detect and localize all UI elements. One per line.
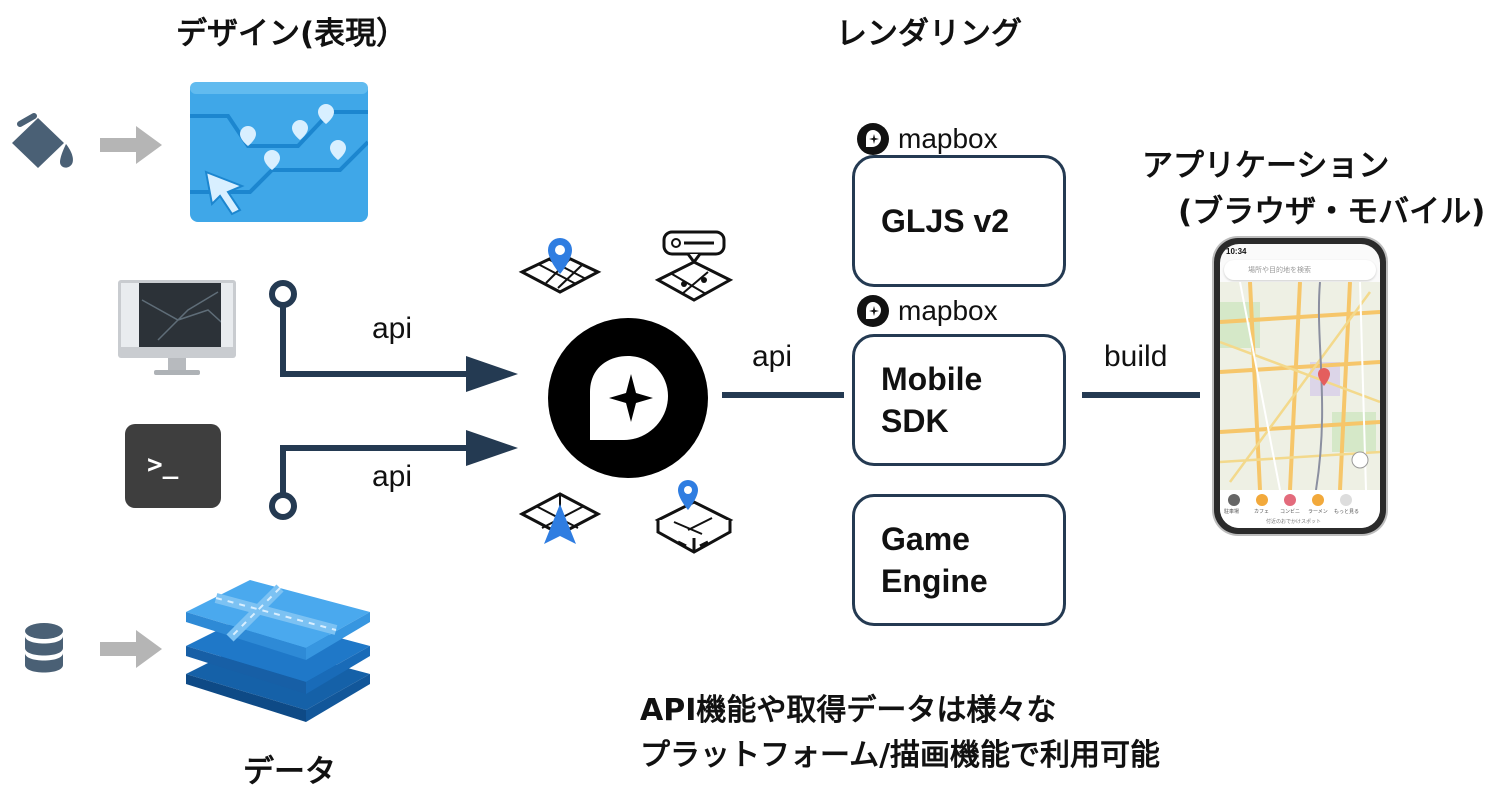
build-label: build xyxy=(1104,340,1168,373)
phone-search-bar[interactable]: 場所や目的地を検索 xyxy=(1224,260,1376,280)
mapbox-brand-name: mapbox xyxy=(898,123,998,154)
data-arrow-icon xyxy=(100,628,164,670)
phone-footer-text: 付近のおでかけスポット xyxy=(1266,519,1322,525)
design-heading: デザイン(表現） xyxy=(176,16,408,52)
phone-time: 10:34 xyxy=(1226,247,1247,256)
bottom-item-more: もっと見る xyxy=(1334,509,1360,515)
location-map-icon xyxy=(518,232,602,298)
api-top-label: api xyxy=(372,312,413,345)
application-heading-line1: アプリケーション xyxy=(1142,148,1390,184)
phone-map-icon xyxy=(1220,282,1380,490)
mapbox-brand-name: mapbox xyxy=(898,295,998,326)
renderer-mobile-line1: Mobile xyxy=(881,361,983,397)
desktop-monitor-icon xyxy=(118,280,236,376)
api-bottom-label: api xyxy=(372,460,413,493)
footer-line1: API機能や取得データは様々な xyxy=(640,693,1057,728)
bottom-item-cafe: カフェ xyxy=(1254,509,1270,515)
cafe-icon[interactable] xyxy=(1256,494,1268,506)
search-map-icon xyxy=(652,228,736,304)
application-heading-line2: (ブラウザ・モバイル) xyxy=(1178,194,1486,230)
data-layers-icon xyxy=(186,576,370,726)
more-icon[interactable] xyxy=(1340,494,1352,506)
design-arrow-icon xyxy=(100,124,164,166)
phone-mockup: 10:34 場所や目的地を検索 駐車場 カフェ コンビニ ラーメン xyxy=(1214,238,1386,534)
renderer-box-mobile-sdk: Mobile SDK xyxy=(852,334,1066,466)
mapbox-brand-1: mapbox xyxy=(856,122,998,156)
renderer-gljs-line1: GLJS v2 xyxy=(881,203,1010,239)
convenience-store-icon[interactable] xyxy=(1284,494,1296,506)
renderer-game-line1: Game xyxy=(881,521,970,557)
data-heading: データ xyxy=(243,754,336,790)
parking-icon[interactable] xyxy=(1228,494,1240,506)
bottom-item-parking: 駐車場 xyxy=(1224,509,1240,515)
ramen-icon[interactable] xyxy=(1312,494,1324,506)
api-center-label: api xyxy=(752,340,793,373)
paint-bucket-icon xyxy=(8,110,78,176)
3d-location-icon xyxy=(652,478,736,558)
renderer-mobile-line2: SDK xyxy=(881,403,949,439)
mapbox-logo-icon xyxy=(857,295,889,327)
phone-bottom-bar: 駐車場 カフェ コンビニ ラーメン もっと見る 付近のおでかけスポット xyxy=(1220,490,1380,528)
rendering-heading: レンダリング xyxy=(836,16,1022,52)
bottom-item-ramen: ラーメン xyxy=(1308,509,1328,515)
design-map-card-icon xyxy=(190,82,368,222)
terminal-prompt: >_ xyxy=(147,450,179,480)
renderer-box-gljs: GLJS v2 xyxy=(852,155,1066,287)
database-icon xyxy=(24,622,64,680)
footer-line2: プラットフォーム/描画機能で利用可能 xyxy=(640,738,1161,773)
phone-screen: 10:34 場所や目的地を検索 駐車場 カフェ コンビニ ラーメン xyxy=(1220,244,1380,528)
renderer-box-game-engine: Game Engine xyxy=(852,494,1066,626)
mapbox-logo-icon xyxy=(857,123,889,155)
mapbox-brand-2: mapbox xyxy=(856,294,998,328)
renderer-game-line2: Engine xyxy=(881,563,988,599)
phone-search-placeholder: 場所や目的地を検索 xyxy=(1248,266,1311,274)
bottom-item-convenience: コンビニ xyxy=(1280,509,1301,515)
terminal-icon: >_ xyxy=(125,424,221,508)
navigation-icon xyxy=(518,486,602,550)
mapbox-hub-icon xyxy=(548,318,708,478)
